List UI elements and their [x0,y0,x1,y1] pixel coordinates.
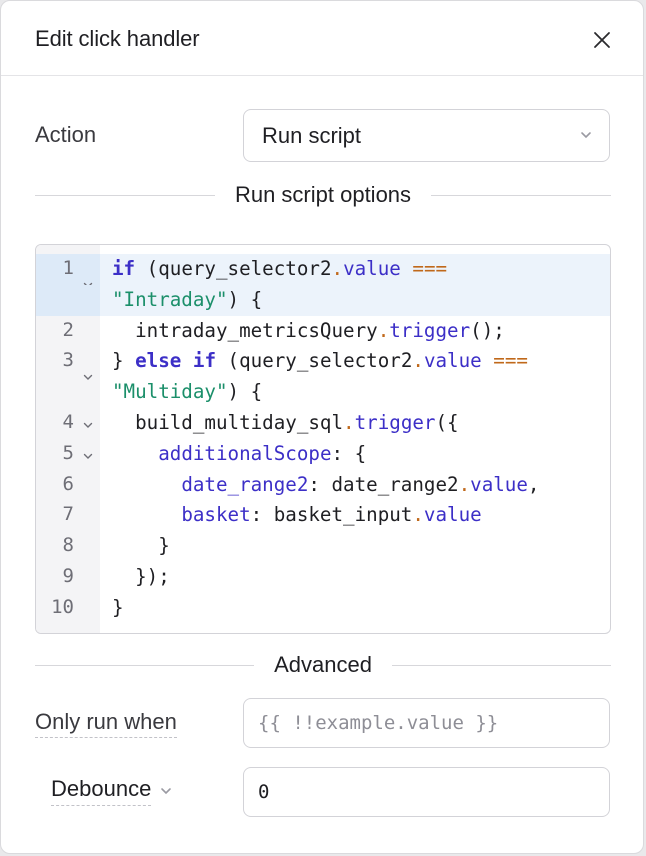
code-text: } [112,595,124,619]
code-line: "Intraday") { [36,284,610,316]
line-number: 10 [51,595,74,618]
code-editor[interactable]: 1 if (query_selector2.value === "Intraday"… [35,244,611,634]
code-line: 1 if (query_selector2.value === [36,254,610,288]
code-text: if (query_selector2.value === [112,257,448,280]
code-text: "Intraday") { [112,287,263,311]
debounce-label: Debounce [51,776,152,806]
fold-chevron-icon[interactable] [82,371,94,383]
line-number: 1 [62,257,74,279]
code-line: 6 date_range2: date_range2.value, [36,470,610,501]
only-run-when-placeholder: {{ !!example.value }} [258,712,499,734]
line-number: 3 [62,349,74,372]
line-gutter-cell: 8 [36,531,100,562]
close-icon [594,32,610,48]
code-text: }); [112,564,170,588]
line-gutter-cell [36,284,100,316]
dialog-header: Edit click handler [1,1,643,76]
line-number: 7 [62,503,74,526]
fold-chevron-icon[interactable] [82,450,94,462]
action-selected-value: Run script [262,122,362,148]
line-gutter-cell: 9 [36,562,100,593]
action-select[interactable]: Run script [243,109,610,162]
code-line: 7 basket: basket_input.value [36,500,610,531]
line-gutter-cell: 3 [36,346,100,381]
code-text: date_range2: date_range2.value, [181,472,540,496]
dialog-title: Edit click handler [35,26,200,51]
code-text: additionalScope: { [158,441,367,465]
code-line: 10} [36,593,610,624]
debounce-dropdown[interactable]: Debounce [51,776,173,806]
only-run-when-input[interactable]: {{ !!example.value }} [243,698,610,748]
line-number: 6 [62,472,74,495]
action-label: Action [35,122,97,147]
close-button[interactable] [589,27,615,53]
chevron-down-icon [581,132,591,139]
line-number: 5 [62,441,74,464]
line-number: 4 [62,410,74,433]
line-number: 8 [62,534,74,557]
code-line: 4 build_multiday_sql.trigger({ [36,408,610,439]
code-line: 3 } else if (query_selector2.value === [36,346,610,381]
line-gutter-cell: 1 [36,254,100,288]
line-gutter-cell: 10 [36,593,100,624]
code-line: 2 intraday_metricsQuery.trigger(); [36,316,610,347]
code-line: 5 additionalScope: { [36,439,610,470]
code-text: } else if (query_selector2.value === [112,349,528,373]
line-gutter-cell: 2 [36,316,100,347]
fold-chevron-icon[interactable] [82,419,94,431]
code-line: 9 }); [36,562,610,593]
code-text: } [112,534,170,558]
script-options-divider: Run script options [35,182,611,207]
line-number: 9 [62,564,74,587]
debounce-value: 0 [258,781,270,803]
line-gutter-cell: 6 [36,470,100,501]
advanced-divider: Advanced [35,652,612,677]
line-gutter-cell: 7 [36,500,100,531]
code-lines: 1 if (query_selector2.value === "Intraday"… [36,254,610,624]
line-gutter-cell: 4 [36,408,100,439]
debounce-input[interactable]: 0 [243,767,610,817]
code-text: basket: basket_input.value [181,503,482,527]
line-number: 2 [62,318,74,341]
advanced-heading: Advanced [274,652,372,677]
line-gutter-cell: 5 [36,439,100,470]
chevron-down-icon [161,788,172,795]
code-line: "Multiday") { [36,377,610,408]
only-run-when-label: Only run when [35,709,177,738]
code-text: "Multiday") { [112,380,263,404]
code-text: build_multiday_sql.trigger({ [112,410,459,434]
code-line: 8 } [36,531,610,562]
code-text: intraday_metricsQuery.trigger(); [112,318,505,342]
line-gutter-cell [36,377,100,408]
script-options-heading: Run script options [234,182,412,207]
